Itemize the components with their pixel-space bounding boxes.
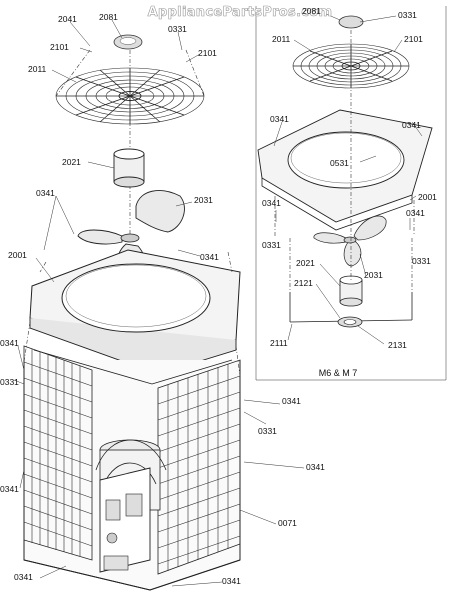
label-0341: 0341	[36, 188, 55, 198]
inset-caption: M6 & M 7	[319, 368, 358, 378]
coil-grid-right	[157, 359, 241, 575]
watermark: AppliancePartsPros.com	[148, 5, 333, 20]
label-2111: 2111	[270, 338, 288, 348]
label-2081: 2081	[302, 6, 321, 16]
inset-fan-blade	[313, 215, 387, 267]
label-0531: 0531	[330, 158, 349, 168]
label-0331: 0331	[398, 10, 417, 20]
inset-top-cap	[338, 15, 364, 29]
inset-part-labels: 2081 0331 2011 2101 0341 0341 0531 2001 …	[262, 6, 437, 350]
label-2101: 2101	[50, 42, 69, 52]
label-0341: 0341	[0, 338, 19, 348]
label-2041: 2041	[58, 14, 77, 24]
label-0341: 0341	[0, 484, 19, 494]
label-2001: 2001	[418, 192, 437, 202]
inset-motor-mount	[289, 292, 413, 328]
leader-lines	[13, 13, 423, 587]
inset-top-panel	[257, 109, 433, 231]
label-2031: 2031	[364, 270, 383, 280]
label-0331: 0331	[262, 240, 281, 250]
label-0071: 0071	[278, 518, 297, 528]
label-0341: 0341	[200, 252, 219, 262]
label-2001: 2001	[8, 250, 27, 260]
label-2011: 2011	[272, 34, 291, 44]
label-0341: 0341	[406, 208, 425, 218]
label-0331: 0331	[258, 426, 277, 436]
label-2131: 2131	[388, 340, 407, 350]
label-0331: 0331	[412, 256, 431, 266]
inset-panel: M6 & M 7	[255, 6, 447, 381]
label-2121: 2121	[294, 278, 313, 288]
label-2011: 2011	[28, 64, 47, 74]
label-0341: 0341	[402, 120, 421, 130]
label-0331: 0331	[168, 24, 187, 34]
label-0341: 0341	[270, 114, 289, 124]
label-2101: 2101	[404, 34, 423, 44]
label-2031: 2031	[194, 195, 213, 205]
label-0331: 0331	[0, 377, 19, 387]
inset-fan-motor	[339, 275, 363, 307]
control-box	[99, 467, 151, 573]
top-panel	[29, 249, 241, 375]
label-2101: 2101	[198, 48, 217, 58]
fan-motor	[113, 148, 145, 188]
label-2021: 2021	[62, 157, 81, 167]
label-0341: 0341	[222, 576, 241, 586]
label-0341: 0341	[262, 198, 281, 208]
part-labels: 2041 2081 0331 2101 2101 2011 2021 2031 …	[0, 12, 325, 586]
coil-grid-left	[23, 345, 93, 561]
label-2021: 2021	[296, 258, 315, 268]
label-0341: 0341	[282, 396, 301, 406]
label-2081: 2081	[99, 12, 118, 22]
label-0341: 0341	[14, 572, 33, 582]
label-0341: 0341	[306, 462, 325, 472]
